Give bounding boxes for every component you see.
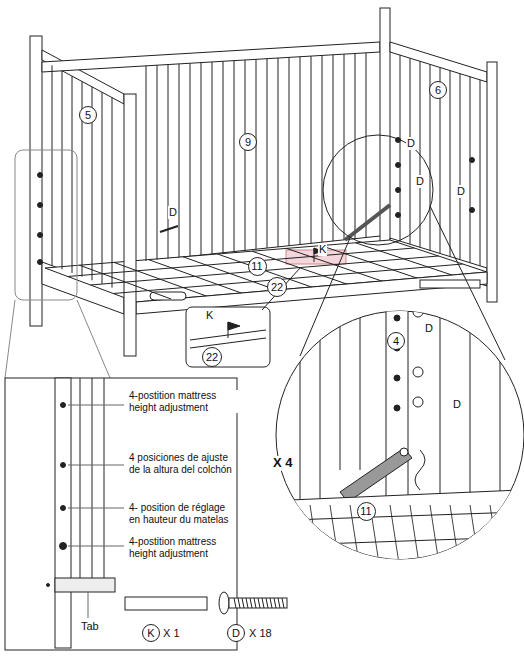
- part-label: K: [205, 309, 214, 322]
- part-label: D: [452, 398, 462, 411]
- part-label: D: [168, 206, 178, 219]
- part-label: X 18: [248, 627, 273, 640]
- part-label: D: [406, 137, 416, 150]
- callout-circle: D: [227, 624, 245, 642]
- callout-circle: 6: [429, 81, 447, 99]
- note-text: 4-postition mattress height adjustment: [128, 390, 242, 413]
- detail-magnified: [290, 300, 520, 570]
- callout-number: 22: [206, 352, 218, 363]
- callout-circle: 4: [387, 332, 405, 350]
- screws: [38, 138, 475, 265]
- part-label: Tab: [80, 620, 100, 633]
- part-label: D: [424, 322, 434, 335]
- callout-number: D: [232, 628, 240, 639]
- callout-circle: 11: [357, 502, 376, 521]
- callout-number: 6: [435, 85, 441, 96]
- callout-circle: K: [142, 624, 160, 642]
- note-text: 4-postition mattress height adjustment: [128, 536, 235, 559]
- callout-number: 5: [85, 110, 91, 121]
- callout-number: 4: [393, 336, 399, 347]
- callout-number: 11: [251, 261, 262, 272]
- callout-number: 22: [271, 282, 283, 293]
- part-label: X 4: [272, 456, 294, 471]
- callout-circle: 11: [248, 257, 267, 276]
- part-label: X 1: [162, 627, 181, 640]
- part-label: D: [456, 185, 466, 198]
- part-label: K: [318, 243, 327, 256]
- crib-frame: [30, 8, 497, 356]
- callout-circle: 22: [267, 277, 287, 297]
- part-label: D: [415, 175, 425, 188]
- callout-circle: 22: [202, 347, 222, 367]
- callout-circle: 9: [239, 133, 257, 151]
- inset-panel: [47, 378, 125, 648]
- callout-number: 9: [245, 137, 251, 148]
- callout-circle: 5: [79, 106, 97, 124]
- spring-grid: [68, 243, 463, 299]
- slats: [52, 53, 480, 288]
- note-text: 4- position de réglage en hauteur du mat…: [128, 502, 235, 525]
- callout-number: 11: [360, 506, 371, 517]
- note-text: 4 posiciones de ajuste de la altura del …: [128, 452, 235, 475]
- callout-number: K: [147, 628, 154, 639]
